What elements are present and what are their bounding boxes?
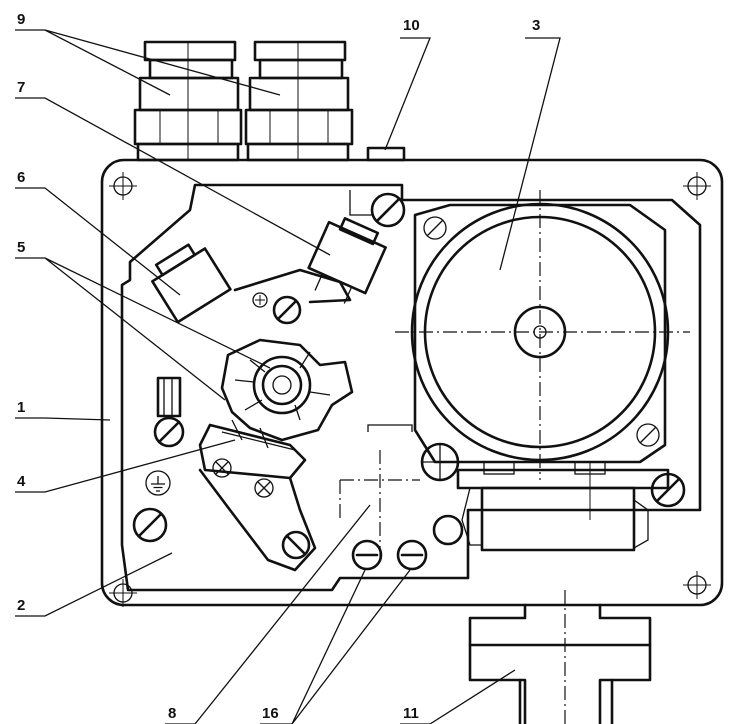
callout-labels: 9 10 3 7 6 5 1 4 2 8 16 11 — [17, 11, 540, 722]
capacitor — [456, 461, 670, 552]
callout-6: 6 — [17, 169, 25, 186]
screw-bracket — [349, 190, 372, 216]
top-stub — [366, 146, 406, 162]
limit-switch-6 — [151, 243, 232, 324]
cam-assembly — [220, 338, 354, 442]
motor — [395, 190, 690, 480]
limit-switch-7 — [307, 217, 387, 304]
callout-11: 11 — [403, 705, 419, 722]
screw — [132, 507, 168, 543]
connector-socket — [468, 590, 652, 724]
screw — [370, 192, 406, 228]
corner-hole — [683, 172, 711, 200]
screw — [254, 478, 274, 498]
screw — [281, 530, 311, 560]
callout-9: 9 — [17, 11, 25, 28]
corner-holes — [109, 172, 711, 607]
cable-gland-left — [133, 40, 243, 162]
motor-screw — [636, 423, 660, 447]
callout-10: 10 — [403, 17, 420, 34]
callout-2: 2 — [17, 597, 25, 614]
callout-16: 16 — [262, 705, 279, 722]
callout-4: 4 — [17, 473, 26, 490]
corner-hole — [109, 172, 137, 200]
callout-5: 5 — [17, 239, 25, 256]
ground-terminal — [145, 376, 185, 496]
housing-outline — [100, 158, 724, 607]
screw — [272, 295, 302, 325]
small-screw — [252, 292, 268, 308]
leader-lines — [15, 29, 561, 724]
micro-switch-block — [198, 419, 317, 572]
callout-7: 7 — [17, 79, 25, 96]
corner-hole — [109, 579, 137, 607]
cable-gland-right — [244, 40, 354, 162]
screw — [153, 416, 185, 448]
callout-1: 1 — [17, 399, 25, 416]
potentiometer-zone — [339, 424, 464, 560]
screw-16-right — [396, 539, 428, 571]
switch-7-bracket — [233, 268, 352, 304]
motor-screw — [423, 216, 447, 240]
screw-16-left — [351, 539, 383, 571]
callout-8: 8 — [168, 705, 176, 722]
screw — [650, 472, 686, 508]
ground-symbol-icon — [145, 470, 171, 496]
corner-hole — [683, 571, 711, 599]
callout-3: 3 — [532, 17, 540, 34]
screw — [212, 458, 232, 478]
